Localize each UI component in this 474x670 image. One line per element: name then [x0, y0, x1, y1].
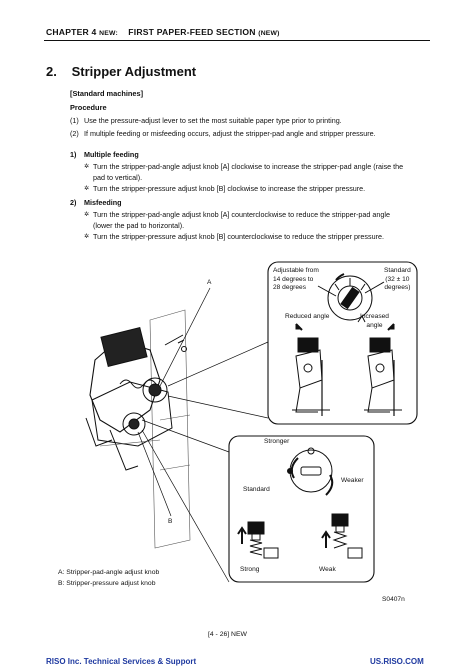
weaker-label: Weaker: [341, 477, 364, 484]
reduced-angle-drawing: [292, 323, 330, 416]
mechanism-drawing: [85, 309, 191, 549]
adjustable-range-label: Adjustable from 14 degrees to 28 degrees: [273, 267, 319, 292]
bullet-icon: ✲: [84, 164, 90, 170]
case-heading: 1) Multiple feeding: [70, 150, 139, 159]
pressure-detail-box: [228, 435, 375, 583]
increased-angle-drawing: [364, 323, 402, 416]
case-number: 1): [70, 150, 77, 159]
legend-a: A: Stripper-pad-angle adjust knob: [58, 569, 160, 576]
bullet-text: Turn the stripper-pressure adjust knob […: [93, 184, 366, 193]
footer-company: RISO Inc. Technical Services & Support: [46, 657, 197, 666]
page-number: [4 - 26] NEW: [208, 631, 247, 638]
pressure-dial-icon: [287, 447, 334, 496]
step-number: (2): [70, 129, 79, 138]
case-title: Misfeeding: [84, 198, 122, 207]
subtitle: [Standard machines]: [70, 89, 144, 98]
list-item: ✲Turn the stripper-pad-angle adjust knob…: [84, 210, 404, 230]
case-heading: 2) Misfeeding: [70, 198, 122, 207]
procedure-label: Procedure: [70, 103, 107, 112]
footer-site-link[interactable]: US.RISO.COM: [370, 657, 424, 666]
figure-code: S0407n: [382, 596, 405, 603]
label-b: B: [168, 518, 173, 525]
strong-label: Strong: [240, 566, 260, 573]
standard-angle-label: Standard (32 ± 10 degrees): [384, 267, 411, 292]
bullet-icon: ✲: [84, 212, 90, 218]
bullet-text: Turn the stripper-pad-angle adjust knob …: [93, 162, 404, 171]
bullet-text-cont: (lower the pad to horizontal).: [93, 220, 185, 230]
weak-label: Weak: [319, 566, 336, 573]
increased-angle-label: Increased angle: [360, 313, 389, 329]
bullet-icon: ✲: [84, 186, 90, 192]
legend-b: B: Stripper-pressure adjust knob: [58, 580, 156, 587]
procedure-step: (1) Use the pressure-adjust lever to set …: [70, 116, 342, 125]
case-number: 2): [70, 198, 77, 207]
section-title: Stripper Adjustment: [71, 64, 197, 79]
step-text: If multiple feeding or misfeeding occurs…: [84, 129, 376, 138]
stronger-label: Stronger: [264, 438, 290, 445]
step-number: (1): [70, 116, 79, 125]
weak-pressure-drawing: [321, 513, 363, 559]
bullet-text: Turn the stripper-pressure adjust knob […: [93, 232, 384, 241]
chapter-label: CHAPTER 4: [46, 27, 97, 37]
case-title: Multiple feeding: [84, 150, 139, 159]
bullet-text: Turn the stripper-pad-angle adjust knob …: [93, 210, 390, 219]
bullet-text-cont: pad to vertical).: [93, 172, 143, 182]
section-label: FIRST PAPER-FEED SECTION: [128, 27, 256, 37]
step-text: Use the pressure-adjust lever to set the…: [84, 116, 342, 125]
list-item: ✲Turn the stripper-pressure adjust knob …: [84, 232, 404, 243]
standard-pressure-label: Standard: [243, 486, 270, 493]
angle-detail-box: [267, 261, 418, 425]
reduced-angle-label: Reduced angle: [285, 313, 330, 320]
section-number: 2.: [46, 64, 57, 79]
procedure-step: (2) If multiple feeding or misfeeding occ…: [70, 129, 376, 138]
list-item: ✲Turn the stripper-pad-angle adjust knob…: [84, 162, 404, 182]
section-new-tag: (NEW): [258, 30, 280, 37]
strong-pressure-drawing: [237, 521, 279, 559]
chapter-header: CHAPTER 4 NEW: FIRST PAPER-FEED SECTION …: [46, 27, 280, 37]
page-title: 2. Stripper Adjustment: [46, 64, 196, 79]
angle-dial-icon: [317, 273, 385, 323]
bullet-icon: ✲: [84, 234, 90, 240]
chapter-new-tag: NEW:: [99, 30, 118, 37]
list-item: ✲Turn the stripper-pressure adjust knob …: [84, 184, 404, 195]
label-a: A: [207, 279, 212, 286]
header-rule: [44, 40, 430, 41]
